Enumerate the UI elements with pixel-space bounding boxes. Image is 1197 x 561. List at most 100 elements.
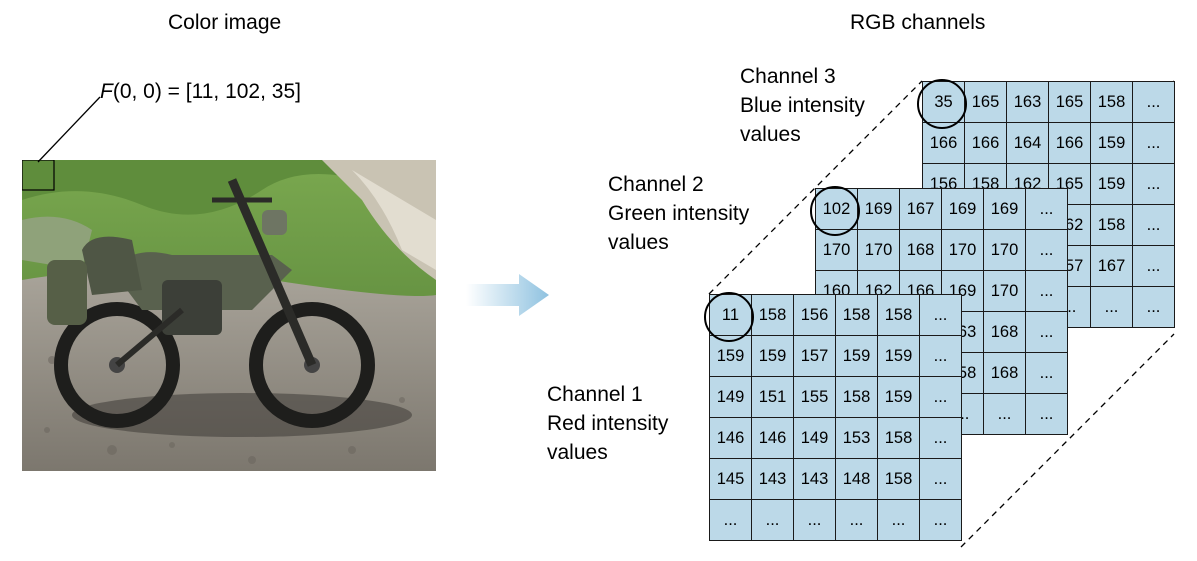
intensity-cell: ... bbox=[877, 499, 920, 541]
intensity-cell: ... bbox=[919, 376, 962, 418]
intensity-cell: 167 bbox=[1090, 245, 1133, 287]
intensity-cell: 149 bbox=[709, 376, 752, 418]
intensity-cell: 159 bbox=[877, 376, 920, 418]
intensity-cell: ... bbox=[751, 499, 794, 541]
intensity-cell: 151 bbox=[751, 376, 794, 418]
intensity-cell: 159 bbox=[877, 335, 920, 377]
intensity-cell: 159 bbox=[1090, 122, 1133, 164]
intensity-cell: 146 bbox=[709, 417, 752, 459]
intensity-cell: ... bbox=[1132, 163, 1175, 205]
formula-expression: (0, 0) = [11, 102, 35] bbox=[112, 80, 301, 103]
intensity-cell: ... bbox=[1132, 286, 1175, 328]
channel-2-label-line: Green intensity bbox=[608, 202, 750, 225]
intensity-cell: 170 bbox=[857, 229, 900, 271]
intensity-cell: 158 bbox=[877, 417, 920, 459]
intensity-cell: 166 bbox=[922, 122, 965, 164]
channel-3-label: Channel 3 Blue intensity values bbox=[740, 62, 865, 149]
intensity-cell: 158 bbox=[877, 294, 920, 336]
intensity-cell: ... bbox=[1025, 393, 1068, 435]
intensity-cell: 168 bbox=[899, 229, 942, 271]
intensity-cell: 159 bbox=[1090, 163, 1133, 205]
intensity-cell: 169 bbox=[941, 188, 984, 230]
intensity-cell: ... bbox=[983, 393, 1026, 435]
intensity-cell: ... bbox=[1090, 286, 1133, 328]
intensity-cell: 167 bbox=[899, 188, 942, 230]
intensity-cell: 156 bbox=[793, 294, 836, 336]
intensity-cell: ... bbox=[1025, 188, 1068, 230]
intensity-cell: ... bbox=[709, 499, 752, 541]
pointer-line bbox=[37, 96, 101, 163]
channel-1-label-line: Red intensity bbox=[547, 412, 669, 435]
channel-3-label-line: values bbox=[740, 123, 801, 146]
intensity-cell: 159 bbox=[835, 335, 878, 377]
channel-1-label: Channel 1 Red intensity values bbox=[547, 380, 668, 467]
intensity-cell: ... bbox=[919, 335, 962, 377]
intensity-cell: 155 bbox=[793, 376, 836, 418]
intensity-cell: 158 bbox=[751, 294, 794, 336]
intensity-cell: ... bbox=[1132, 122, 1175, 164]
channel-1-label-line: Channel 1 bbox=[547, 383, 643, 406]
intensity-cell: ... bbox=[919, 499, 962, 541]
intensity-cell: 158 bbox=[1090, 81, 1133, 123]
intensity-cell: ... bbox=[1025, 229, 1068, 271]
color-image-title: Color image bbox=[168, 11, 282, 34]
channel-1-label-line: values bbox=[547, 441, 608, 464]
intensity-cell: 166 bbox=[1048, 122, 1091, 164]
intensity-cell: 170 bbox=[983, 270, 1026, 312]
intensity-cell: 157 bbox=[793, 335, 836, 377]
intensity-cell: ... bbox=[835, 499, 878, 541]
intensity-cell: 145 bbox=[709, 458, 752, 500]
intensity-cell: ... bbox=[1025, 352, 1068, 394]
intensity-cell: ... bbox=[1132, 81, 1175, 123]
intensity-cell: 148 bbox=[835, 458, 878, 500]
intensity-cell: ... bbox=[919, 294, 962, 336]
motorcycle-illustration bbox=[22, 160, 436, 471]
intensity-cell: 170 bbox=[941, 229, 984, 271]
intensity-cell: 158 bbox=[1090, 204, 1133, 246]
intensity-cell: 143 bbox=[793, 458, 836, 500]
intensity-cell: 153 bbox=[835, 417, 878, 459]
motorcycle-photo bbox=[22, 160, 436, 471]
channel-3-label-line: Blue intensity bbox=[740, 94, 865, 117]
intensity-cell: 164 bbox=[1006, 122, 1049, 164]
rgb-channels-title: RGB channels bbox=[850, 11, 986, 34]
formula-symbol: F bbox=[100, 80, 113, 103]
intensity-cell: ... bbox=[919, 458, 962, 500]
intensity-cell: ... bbox=[919, 417, 962, 459]
intensity-cell: 158 bbox=[835, 376, 878, 418]
blue-origin-circle bbox=[917, 79, 967, 129]
intensity-cell: ... bbox=[1132, 204, 1175, 246]
channel-2-label-line: Channel 2 bbox=[608, 173, 704, 196]
intensity-cell: 168 bbox=[983, 311, 1026, 353]
grid-row: .................. bbox=[709, 499, 962, 541]
intensity-cell: 166 bbox=[964, 122, 1007, 164]
intensity-cell: 158 bbox=[835, 294, 878, 336]
intensity-cell: 149 bbox=[793, 417, 836, 459]
intensity-cell: 169 bbox=[983, 188, 1026, 230]
red-origin-circle bbox=[704, 292, 754, 342]
intensity-cell: 170 bbox=[983, 229, 1026, 271]
intensity-cell: 143 bbox=[751, 458, 794, 500]
intensity-cell: 165 bbox=[964, 81, 1007, 123]
intensity-cell: 158 bbox=[877, 458, 920, 500]
intensity-cell: 169 bbox=[857, 188, 900, 230]
channel-2-label: Channel 2 Green intensity values bbox=[608, 170, 749, 257]
channel-3-label-line: Channel 3 bbox=[740, 65, 836, 88]
green-origin-circle bbox=[810, 186, 860, 236]
intensity-cell: 168 bbox=[983, 352, 1026, 394]
intensity-cell: ... bbox=[1025, 270, 1068, 312]
intensity-cell: 165 bbox=[1048, 81, 1091, 123]
pixel-formula: F(0, 0) = [11, 102, 35] bbox=[100, 77, 301, 106]
intensity-cell: ... bbox=[1132, 245, 1175, 287]
channel-2-label-line: values bbox=[608, 231, 669, 254]
